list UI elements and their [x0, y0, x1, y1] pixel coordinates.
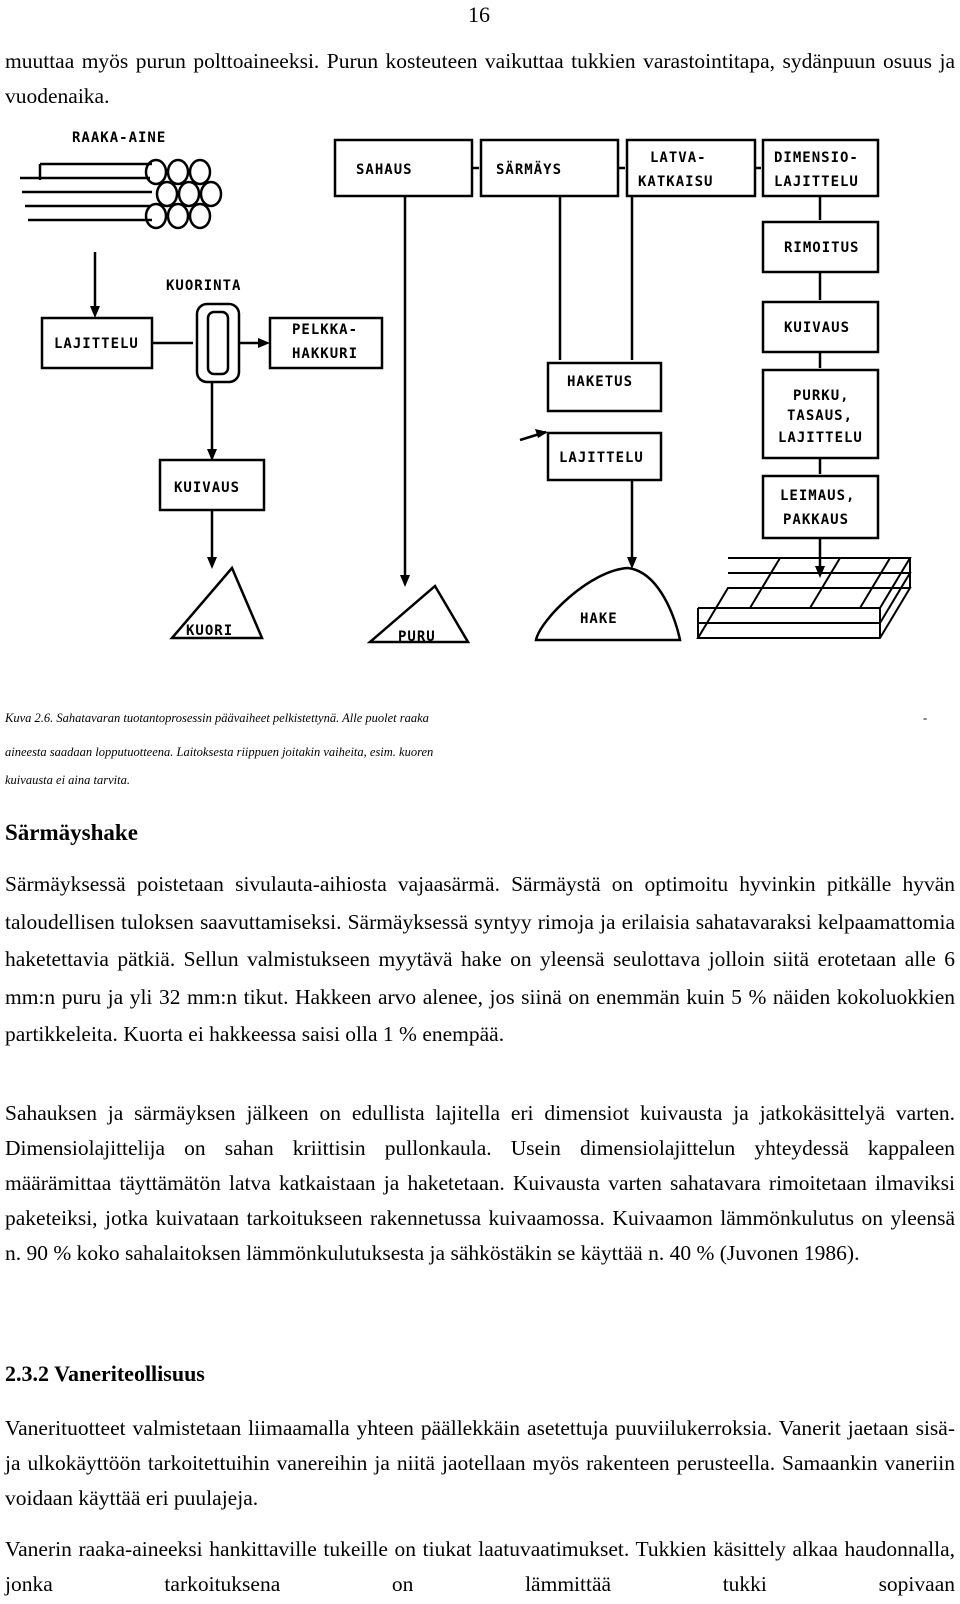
intro-paragraph: muuttaa myös purun polttoaineeksi. Purun…	[5, 49, 955, 108]
debarker-drum-icon	[195, 302, 241, 384]
puru-pile	[366, 584, 471, 644]
log-pile-icon	[20, 158, 223, 230]
paragraph-sarmayshake: Särmäyksessä poistetaan sivulauta-aihios…	[5, 872, 955, 1046]
figure-caption-line1: Kuva 2.6. Sahatavaran tuotantoprosessin …	[5, 711, 429, 725]
label-latva-2: KATKAISU	[638, 174, 713, 190]
lumber-stack-icon	[696, 557, 912, 639]
label-puru: PURU	[398, 629, 436, 645]
label-purku-2: TASAUS,	[787, 408, 853, 424]
page-number: 16	[468, 2, 490, 27]
label-rimoitus: RIMOITUS	[784, 240, 859, 256]
hake-pile	[534, 566, 682, 642]
label-kuorinta: KUORINTA	[166, 278, 241, 294]
label-hake: HAKE	[580, 611, 618, 627]
label-raaka-aine: RAAKA-AINE	[72, 130, 166, 146]
label-lajittelu-left: LAJITTELU	[54, 336, 139, 352]
label-lajittelu-mid: LAJITTELU	[559, 450, 644, 466]
label-sarmays: SÄRMÄYS	[496, 161, 562, 178]
label-leimaus-1: LEIMAUS,	[780, 488, 855, 504]
section-heading-vaneriteollisuus: 2.3.2 Vaneriteollisuus	[5, 1361, 205, 1386]
label-kuivaus-left: KUIVAUS	[174, 480, 240, 496]
box-haketus	[546, 361, 663, 413]
figure-caption-line2: aineesta saadaan lopputuotteena. Laitoks…	[5, 745, 434, 759]
box-leimaus	[761, 474, 880, 540]
label-haketus: HAKETUS	[567, 374, 633, 390]
box-lajittelu-mid	[546, 431, 663, 482]
label-purku-3: LAJITTELU	[778, 430, 863, 446]
label-kuivaus-right: KUIVAUS	[784, 320, 850, 336]
label-sahaus: SAHAUS	[356, 162, 413, 178]
label-dimensio-2: LAJITTELU	[774, 174, 859, 190]
process-diagram: RAAKA-AINE SAHAUS SÄRMÄYS LATVA- KATKAIS…	[20, 130, 912, 645]
figure-caption-line3: kuivausta ei aina tarvita.	[5, 773, 130, 787]
label-leimaus-2: PAKKAUS	[783, 512, 849, 528]
paragraph-sahauksen: Sahauksen ja särmäyksen jälkeen on edull…	[5, 1101, 955, 1265]
figure-caption-hyphen: -	[923, 711, 928, 725]
label-pelkka-1: PELKKA-	[292, 322, 358, 338]
label-latva-1: LATVA-	[650, 150, 707, 166]
label-dimensio-1: DIMENSIO-	[774, 150, 859, 166]
paragraph-vaneri-2: Vanerin raaka-aineeksi hankittaville tuk…	[5, 1537, 955, 1596]
kuori-pile	[169, 565, 264, 640]
section-heading-sarmayshake: Särmäyshake	[5, 820, 138, 845]
label-kuori: KUORI	[186, 623, 233, 639]
label-pelkka-2: HAKKURI	[292, 346, 358, 362]
paragraph-vaneri-1: Vanerituotteet valmistetaan liimaamalla …	[5, 1416, 955, 1510]
label-purku-1: PURKU,	[793, 388, 850, 404]
